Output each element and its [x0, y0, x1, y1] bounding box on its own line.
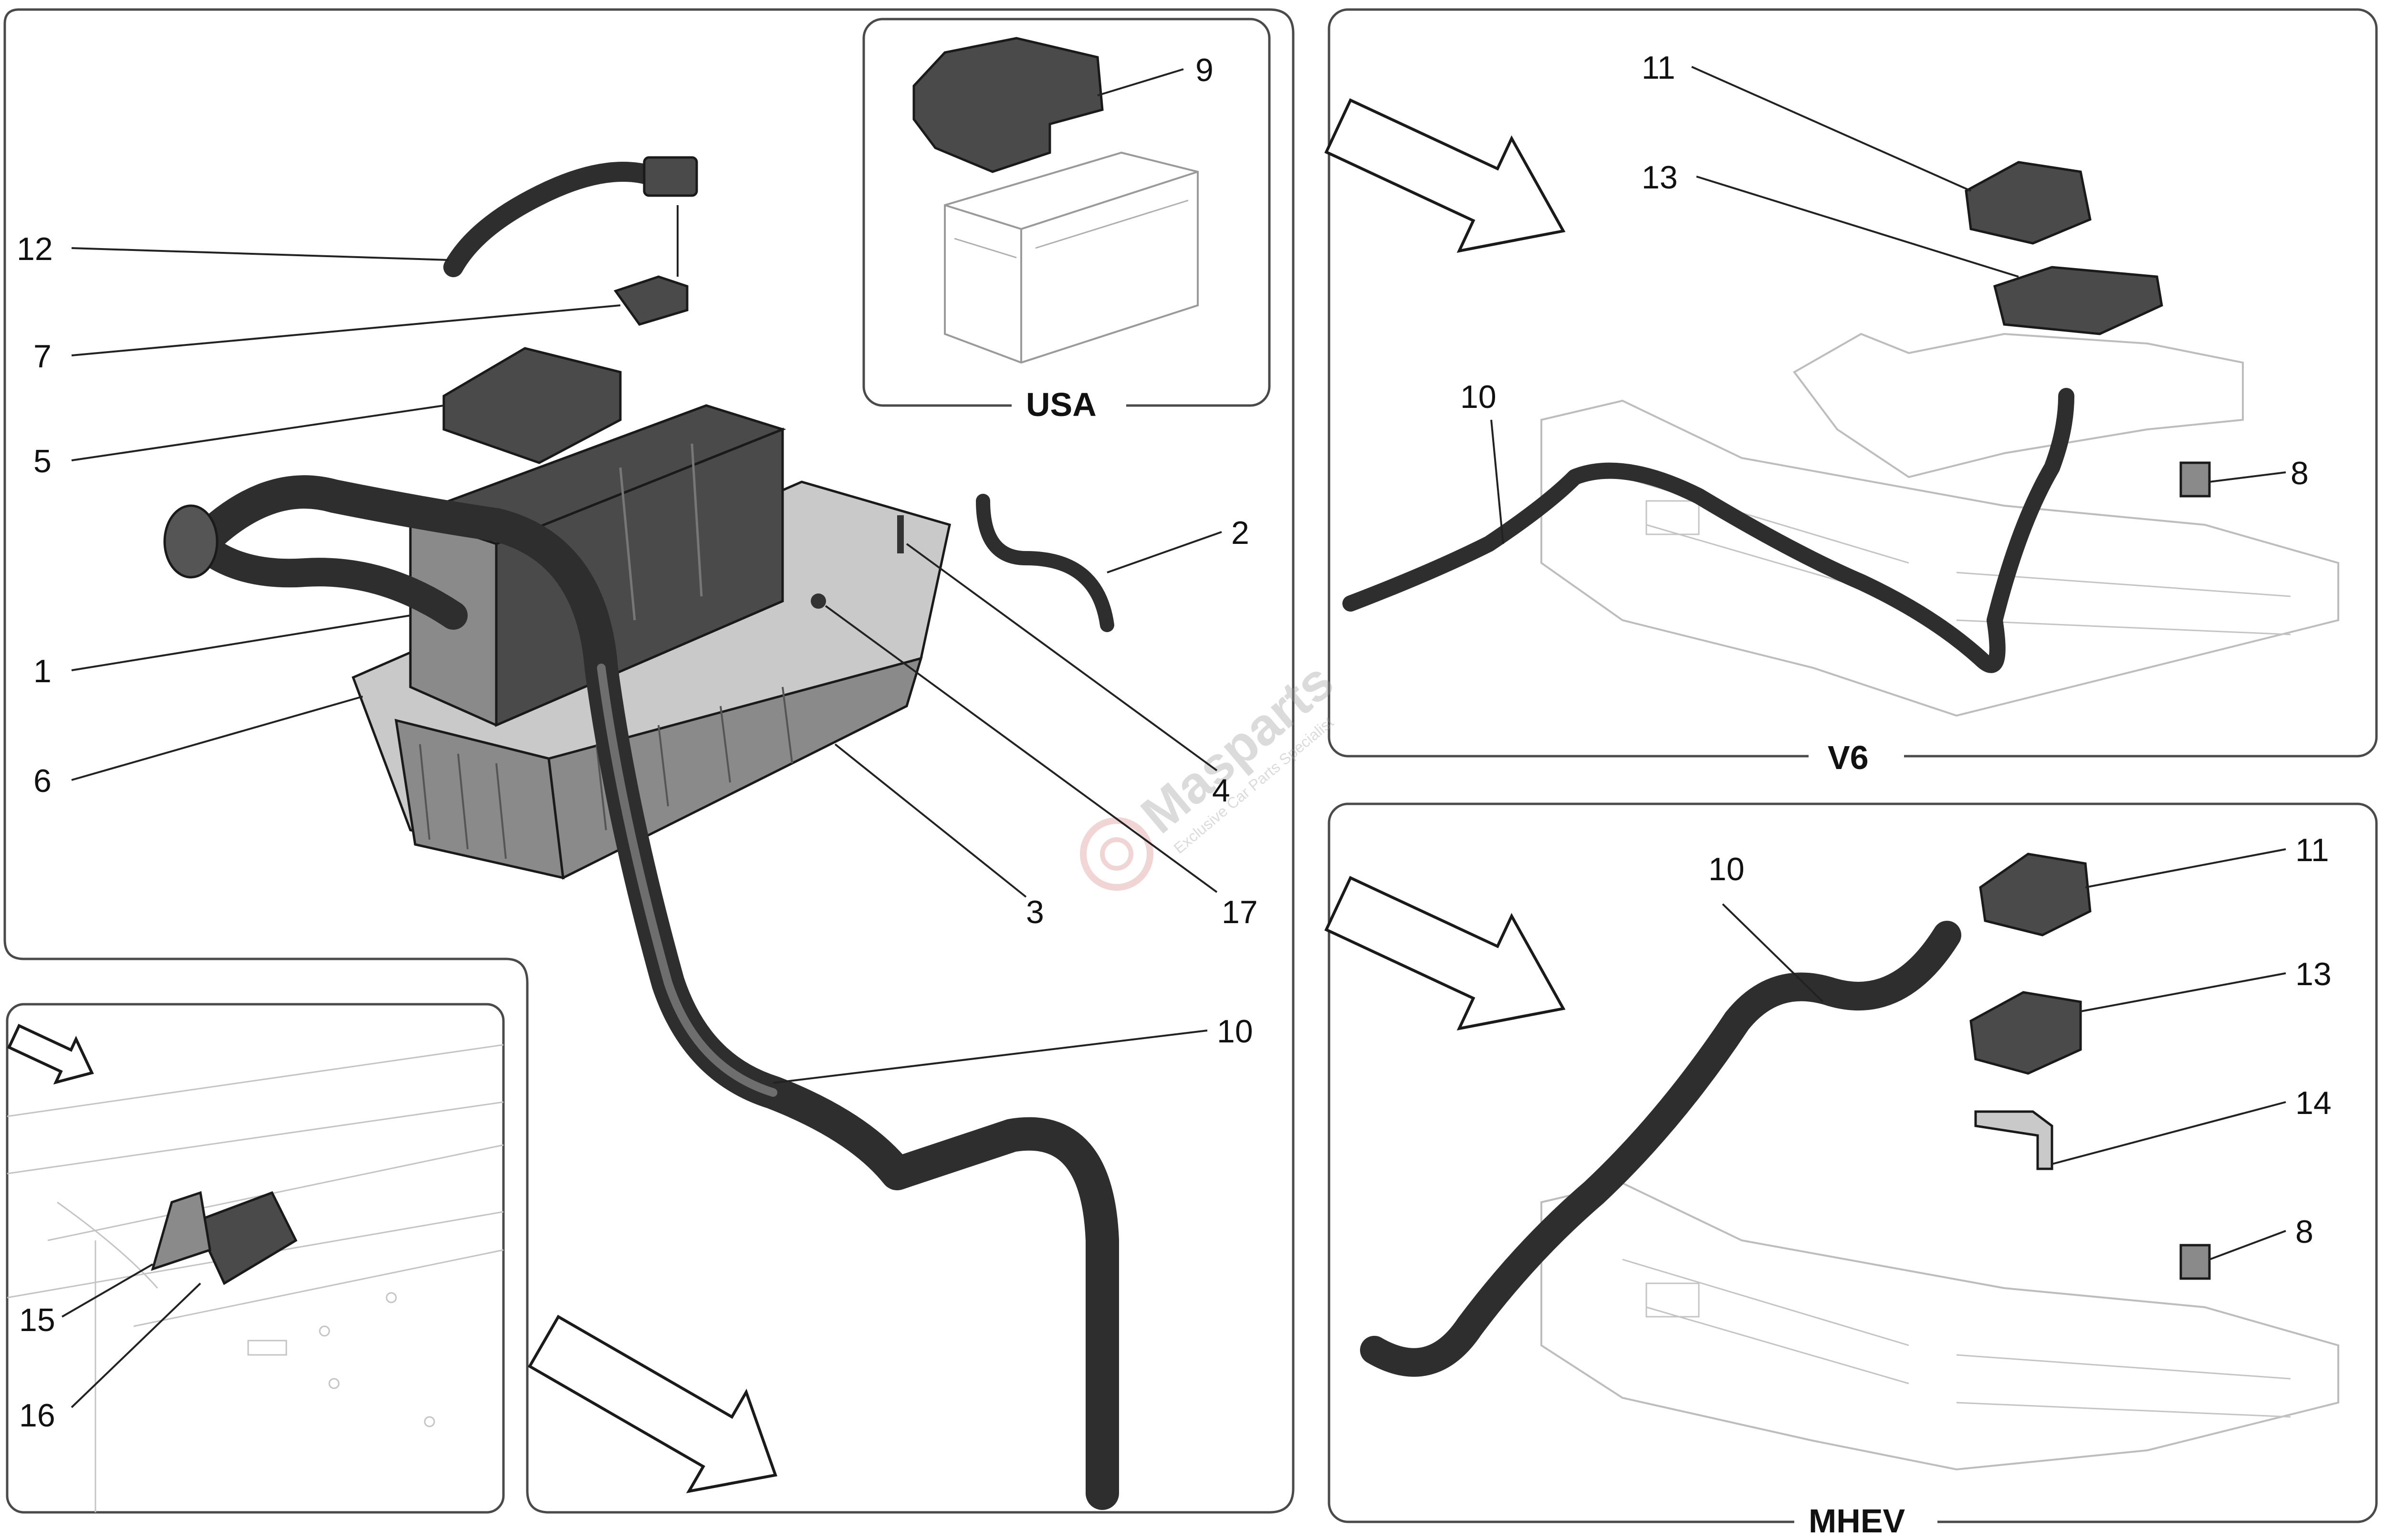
mhev-bracket	[1974, 1110, 2053, 1170]
battery	[407, 404, 786, 727]
v6-fuse-cover	[1965, 161, 2092, 245]
callout-15: 15	[19, 1302, 55, 1338]
callout-9: 9	[1195, 52, 1214, 88]
callout-mhev-10: 10	[1708, 851, 1745, 887]
callout-16: 16	[19, 1397, 55, 1434]
negative-cable	[443, 162, 664, 277]
terminal-clamp	[613, 275, 689, 326]
callout-v6-11: 11	[1642, 50, 1675, 86]
direction-arrow-main	[527, 1314, 777, 1494]
v6-cable	[1342, 388, 2074, 673]
mhev-direction-arrow	[1324, 876, 1566, 1030]
v6-direction-arrow	[1324, 98, 1566, 253]
v6-panel-title: V6	[1828, 739, 1869, 776]
callout-17: 17	[1222, 894, 1258, 930]
callout-7: 7	[33, 338, 52, 375]
watermark-logo-icon	[1080, 817, 1153, 891]
callout-2: 2	[1231, 515, 1249, 551]
control-module	[194, 1191, 298, 1285]
detail-direction-arrow	[7, 1024, 94, 1085]
callout-mhev-8: 8	[2295, 1214, 2313, 1250]
mhev-panel-title: MHEV	[1809, 1502, 1905, 1538]
callout-v6-8: 8	[2291, 455, 2309, 491]
callout-6: 6	[33, 763, 52, 799]
v6-chassis	[1540, 333, 2339, 717]
callout-3: 3	[1026, 894, 1044, 930]
mhev-cable	[1360, 921, 1961, 1377]
callout-mhev-11: 11	[2295, 832, 2329, 868]
v6-stud	[2179, 461, 2211, 498]
usa-panel-title: USA	[1026, 386, 1097, 423]
battery-sensor-module	[442, 347, 622, 464]
callout-mhev-14: 14	[2295, 1085, 2332, 1121]
mhev-fuse-cover	[1979, 853, 2092, 936]
callout-1: 1	[33, 653, 52, 689]
mhev-stud	[2179, 1244, 2211, 1280]
callout-12: 12	[17, 231, 53, 267]
mhev-fuse-box	[1969, 991, 2082, 1075]
callout-5: 5	[33, 443, 52, 479]
callout-4: 4	[1212, 772, 1230, 809]
callout-mhev-13: 13	[2295, 956, 2332, 992]
callout-v6-13: 13	[1642, 159, 1678, 196]
mhev-chassis	[1540, 1182, 2339, 1471]
v6-fuse-box	[1993, 266, 2163, 335]
battery-cover	[912, 37, 1104, 173]
callout-10: 10	[1217, 1013, 1253, 1050]
usa-battery	[944, 151, 1199, 364]
callout-v6-10: 10	[1460, 379, 1496, 415]
vent-pipe	[976, 494, 1114, 632]
module-bracket	[151, 1191, 211, 1271]
